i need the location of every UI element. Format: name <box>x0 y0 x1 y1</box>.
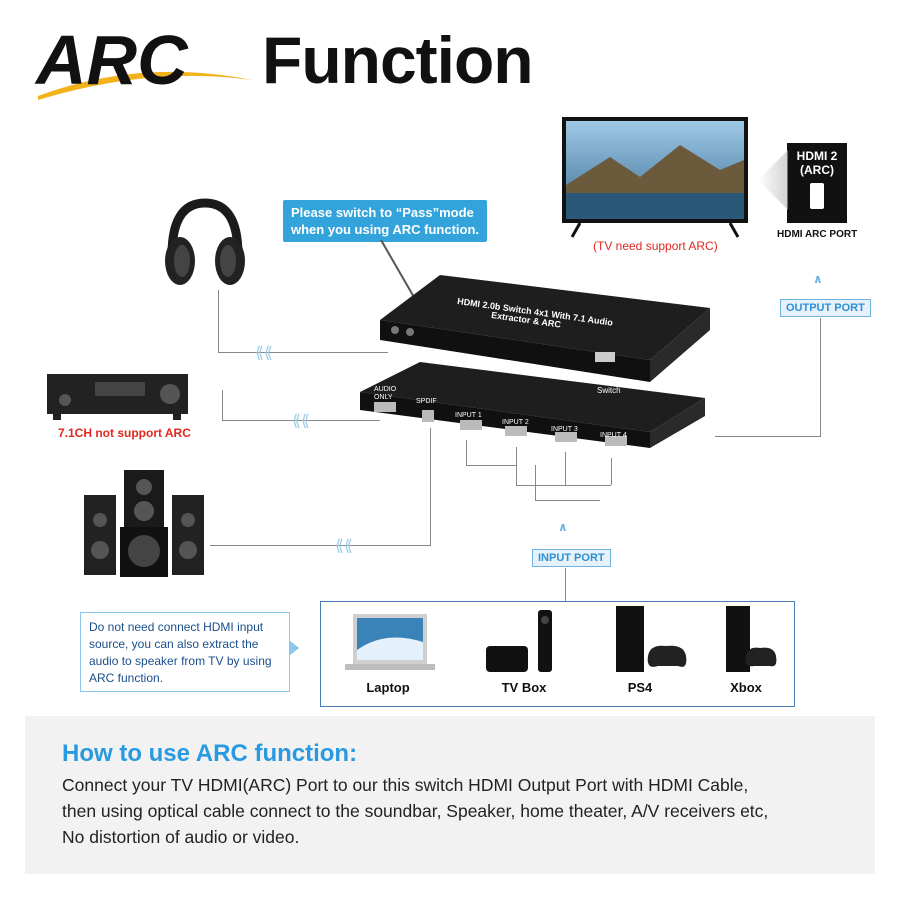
tv-image <box>560 115 750 240</box>
output-port-tag: OUTPUT PORT <box>780 299 871 317</box>
arc-logo: ARC <box>30 18 255 103</box>
how-to-body: Connect your TV HDMI(ARC) Port to our th… <box>62 772 862 850</box>
front-label-spdif: SPDIF <box>416 398 437 405</box>
up-arrow-icon: ∧ <box>813 272 823 286</box>
how-to-heading: How to use ARC function: <box>62 740 358 767</box>
speaker-system-image <box>80 465 210 580</box>
arrow-left-icon-receiver: ⟪⟪ <box>292 413 310 430</box>
port-label-line-2: (ARC) <box>800 163 834 177</box>
laptop-icon <box>345 612 435 674</box>
callout-line-1: Please switch to “Pass”mode <box>291 205 474 220</box>
how-to-line-3: No distortion of audio or video. <box>62 827 300 847</box>
how-to-line-1: Connect your TV HDMI(ARC) Port to our th… <box>62 775 749 795</box>
source-label-tv-box: TV Box <box>501 680 547 695</box>
front-label-input-2: INPUT 2 <box>502 419 529 426</box>
hdmi-port-icon <box>810 183 824 209</box>
receiver-arc-note: 7.1CH not support ARC <box>58 426 191 440</box>
arrow-left-icon-headphones: ⟪⟪ <box>255 345 273 362</box>
xbox-icon <box>720 604 780 672</box>
how-to-panel <box>25 716 875 874</box>
arc-logo-text: ARC <box>34 21 189 99</box>
how-to-line-2: then using optical cable connect to the … <box>62 801 769 821</box>
hdmi-arc-port-caption: HDMI ARC PORT <box>777 229 858 240</box>
headphones-image <box>160 195 250 290</box>
hdmi-arc-port-box: HDMI 2 (ARC) <box>787 143 847 223</box>
tv-arc-note: (TV need support ARC) <box>593 239 718 253</box>
port-label-line-1: HDMI 2 <box>796 149 838 163</box>
input-up-arrow-icon: ∧ <box>558 520 568 534</box>
tv-box-icon <box>480 610 560 672</box>
hdmi-switch-device <box>360 270 720 450</box>
front-label-input-3: INPUT 3 <box>551 426 578 433</box>
front-label-input-1: INPUT 1 <box>455 412 482 419</box>
callout-line-2: when you using ARC function. <box>291 222 480 237</box>
source-label-laptop: Laptop <box>366 680 410 695</box>
front-label-audio-only: AUDIO ONLY <box>374 386 397 401</box>
source-label-xbox: Xbox <box>730 680 762 695</box>
front-label-input-4: INPUT 4 <box>600 432 627 439</box>
page-title: Function <box>262 23 534 97</box>
source-label-ps4: PS4 <box>627 680 653 695</box>
switch-button-label: Switch <box>597 386 621 395</box>
bubble-pointer <box>289 640 299 656</box>
arc-tip-bubble: Do not need connect HDMI input source, y… <box>80 612 290 692</box>
input-port-tag: INPUT PORT <box>532 549 611 567</box>
ps4-icon <box>610 604 690 672</box>
pass-mode-callout: Please switch to “Pass”mode when you usi… <box>283 200 487 242</box>
arrow-left-icon-speakers: ⟪⟪ <box>335 538 353 555</box>
av-receiver-image <box>45 372 190 422</box>
